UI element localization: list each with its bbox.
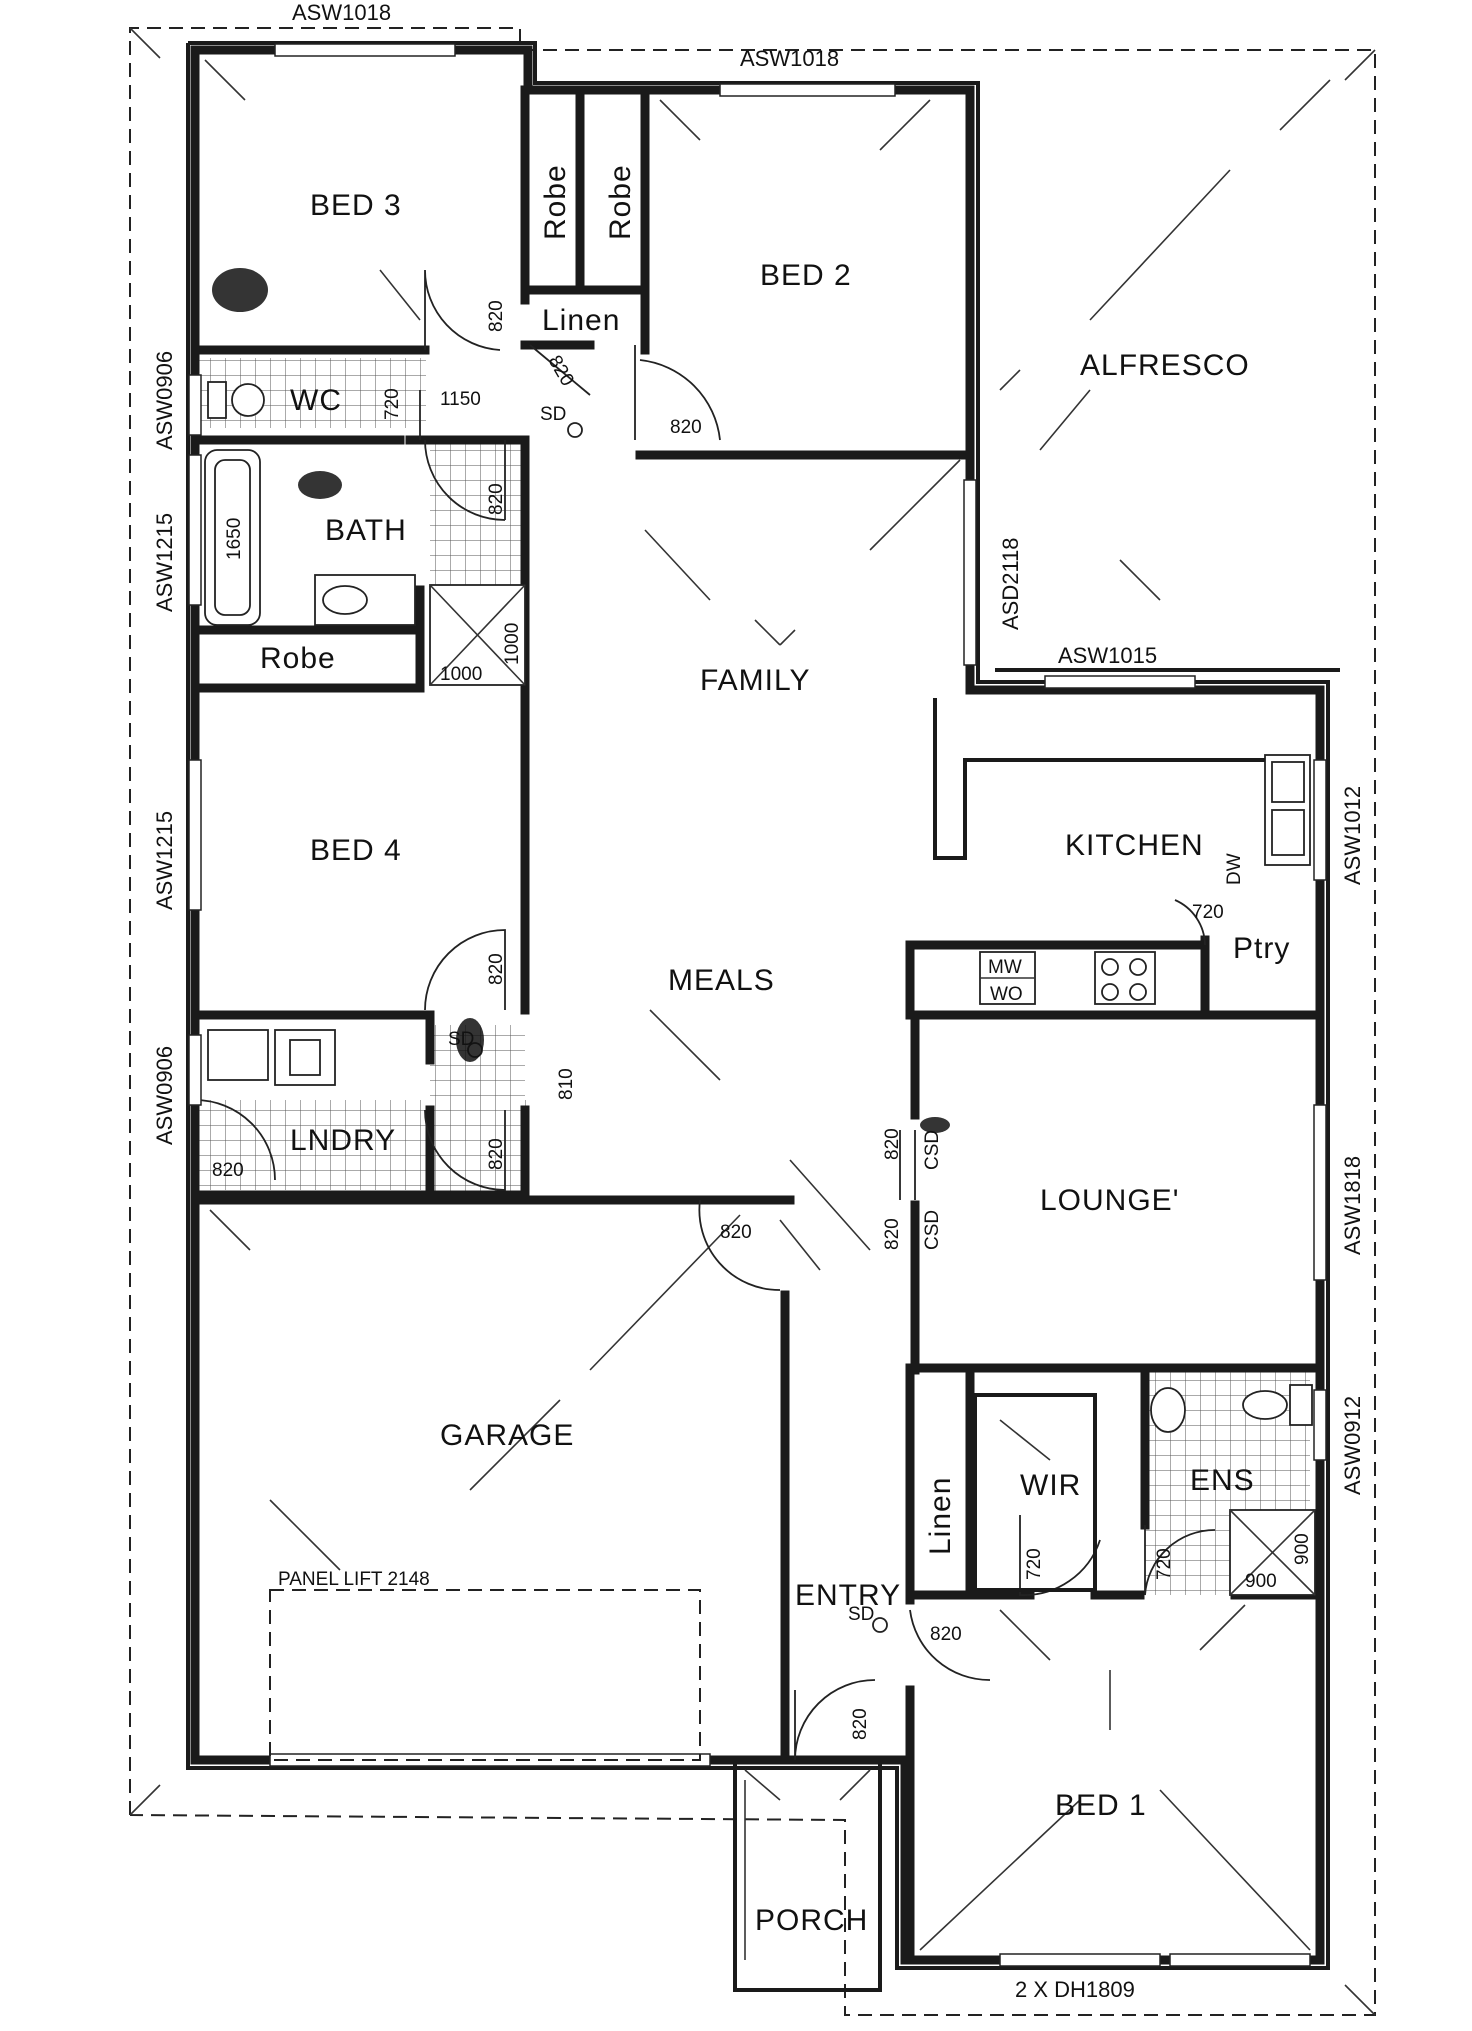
window-codes: ASW1018 ASW1018 ASW0906 ASW1215 ASW1215 … (152, 0, 1365, 2002)
room-linen-wir: Linen (924, 1477, 957, 1555)
room-alfresco: ALFRESCO (1080, 349, 1250, 382)
doors (194, 269, 1216, 1761)
window-code-lndry: ASW0906 (152, 1046, 177, 1145)
scan-smudges (212, 268, 950, 1133)
dim-shower-b: 1000 (440, 664, 482, 685)
window-code-top-mid: ASW1018 (740, 46, 839, 71)
dim-ens-shower-b: 900 (1245, 1571, 1277, 1592)
label-dw: DW (1224, 853, 1245, 885)
room-bed2: BED 2 (760, 259, 852, 292)
dim-820-lndry: 820 (486, 1138, 507, 1170)
room-garage: GARAGE (440, 1419, 574, 1452)
room-wir: WIR (1020, 1469, 1081, 1502)
dim-820-bed4: 820 (486, 953, 507, 985)
garage-door-code: PANEL LIFT 2148 (278, 1569, 430, 1590)
label-sd-1: SD (540, 404, 566, 425)
windows-marks (188, 43, 1327, 1967)
dim-820-bath: 820 (486, 483, 507, 515)
window-code-kitchen-side: ASW1012 (1340, 786, 1365, 885)
label-wo: WO (990, 984, 1023, 1005)
door-code-alfresco: ASD2118 (998, 537, 1023, 630)
dim-820-lndry-ext: 820 (212, 1160, 244, 1181)
room-bed1: BED 1 (1055, 1789, 1147, 1822)
dim-ens-shower-a: 900 (1292, 1533, 1313, 1565)
eave-outline (129, 27, 1376, 2016)
room-diagonals (204, 59, 1331, 1960)
room-bath: BATH (325, 514, 407, 547)
label-csd-a: CSD (922, 1130, 943, 1170)
room-meals: MEALS (668, 964, 775, 997)
window-code-bed1: 2 X DH1809 (1015, 1977, 1135, 2002)
dim-820-front: 820 (850, 1708, 871, 1740)
dim-720-ptry: 720 (1192, 902, 1224, 923)
label-sd-3: SD (848, 1604, 874, 1625)
dim-csd-b: 820 (882, 1218, 903, 1250)
dimension-labels: 820 820 720 1150 SD 820 820 1650 1000 10… (212, 300, 1313, 1740)
room-ptry: Ptry (1233, 932, 1290, 965)
room-robe-2: Robe (604, 164, 637, 240)
window-code-wc: ASW0906 (152, 351, 177, 450)
window-code-bed4: ASW1215 (152, 811, 177, 910)
room-porch: PORCH (755, 1904, 868, 1937)
dim-820-garage: 820 (720, 1222, 752, 1243)
room-wc: WC (290, 384, 342, 417)
dim-shower-a: 1000 (502, 623, 523, 665)
room-lndry: LNDRY (290, 1124, 396, 1157)
label-sd-2: SD (448, 1029, 474, 1050)
window-code-top-left: ASW1018 (292, 0, 391, 25)
room-ens: ENS (1190, 1464, 1255, 1497)
dim-720-wc: 720 (382, 388, 403, 420)
room-bed4: BED 4 (310, 834, 402, 867)
fixtures (204, 381, 1316, 1992)
room-labels: BED 3 BED 2 ALFRESCO Robe Robe Linen WC … (260, 164, 1290, 1937)
label-csd-b: CSD (922, 1210, 943, 1250)
dim-bath-length: 1650 (224, 518, 245, 560)
label-mw: MW (988, 957, 1022, 978)
window-code-kitchen-top: ASW1015 (1058, 643, 1157, 668)
window-code-ens: ASW0912 (1340, 1396, 1365, 1495)
dim-820-linen: 820 (544, 352, 578, 390)
room-lounge: LOUNGE' (1040, 1184, 1179, 1217)
external-walls (186, 41, 1330, 1970)
room-robe-1: Robe (539, 164, 572, 240)
dim-820-bed2: 820 (670, 417, 702, 438)
room-kitchen: KITCHEN (1065, 829, 1204, 862)
dim-720-wir: 720 (1024, 1548, 1045, 1580)
room-robe-bath: Robe (260, 642, 336, 675)
internal-walls (190, 85, 1340, 1965)
dim-810: 810 (556, 1068, 577, 1100)
dim-820-bed3: 820 (486, 300, 507, 332)
room-bed3: BED 3 (310, 189, 402, 222)
room-entry: ENTRY (795, 1579, 901, 1612)
dim-1150: 1150 (440, 389, 481, 410)
dim-csd-a: 820 (882, 1128, 903, 1160)
room-linen-top: Linen (542, 304, 620, 337)
window-code-lounge: ASW1818 (1340, 1156, 1365, 1255)
window-code-bath: ASW1215 (152, 513, 177, 612)
dim-720-ens: 720 (1154, 1548, 1175, 1580)
room-family: FAMILY (700, 664, 810, 697)
dim-820-entry: 820 (930, 1624, 962, 1645)
